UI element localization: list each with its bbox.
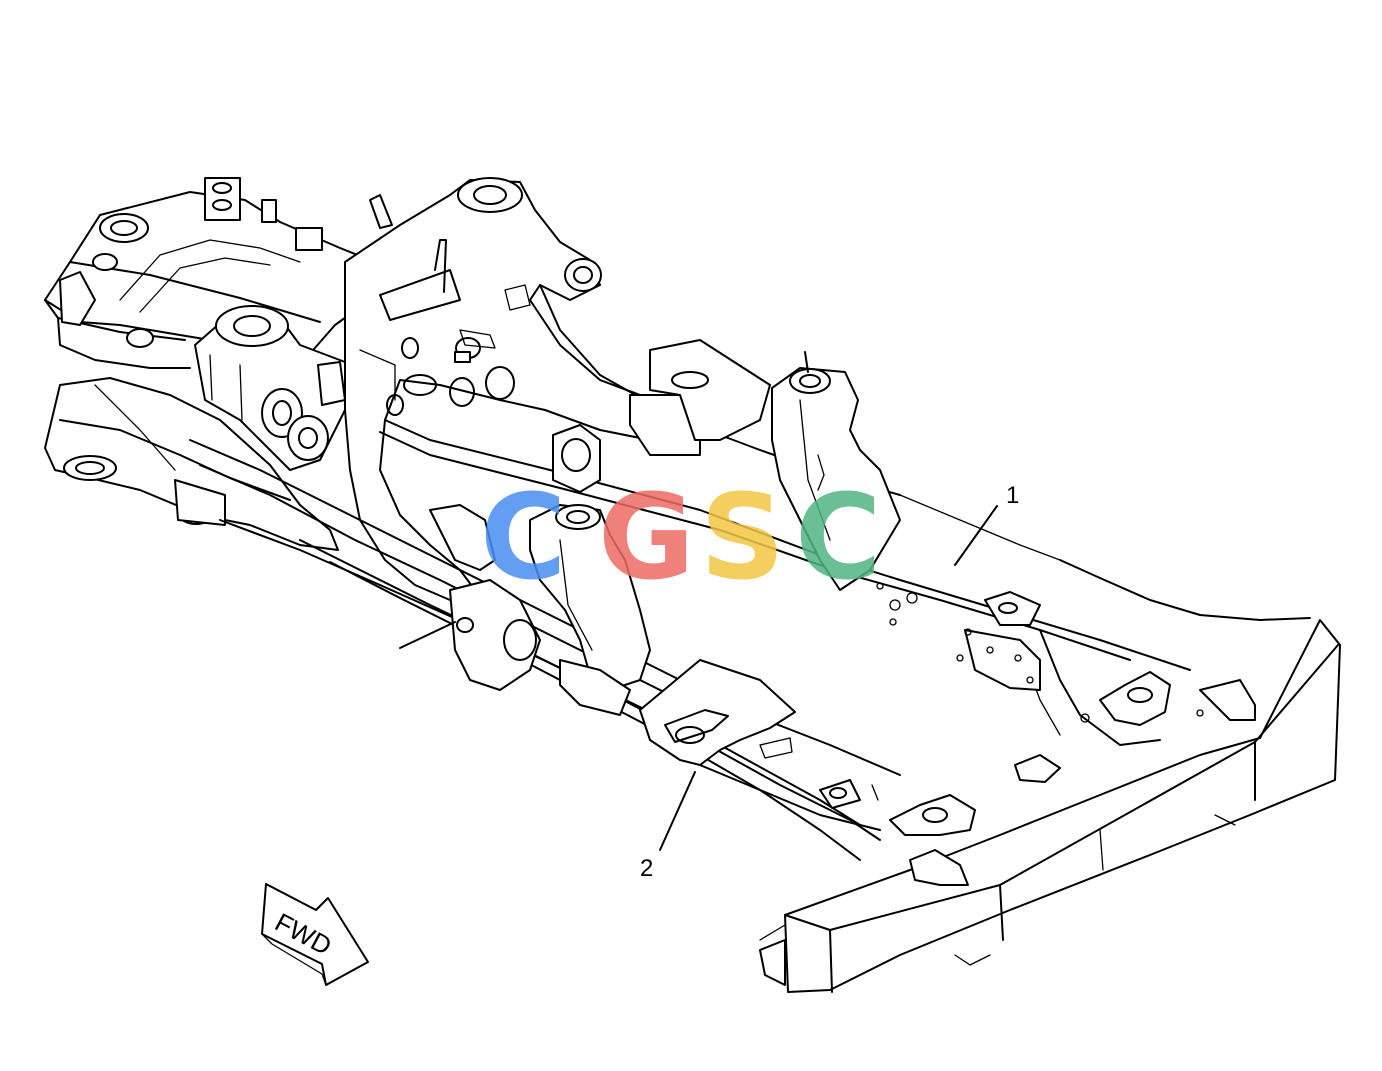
mounting-pads [759, 582, 1256, 886]
callout-2-leader-line [659, 771, 696, 851]
fwd-arrow: FWD [261, 883, 369, 986]
watermark-letter-c2: C [795, 468, 882, 606]
rear-lower-structure [44, 377, 339, 551]
fwd-arrow-icon [261, 883, 369, 986]
watermark: C G S C [480, 468, 882, 606]
rear-frame [44, 177, 376, 369]
part-2-plate [559, 659, 881, 831]
watermark-letter-c1: C [480, 468, 567, 606]
watermark-letter-s: S [700, 468, 785, 606]
callout-1-leader-line [954, 505, 998, 566]
articulation-hitch [194, 305, 346, 471]
cab-mount-column [629, 339, 901, 591]
callout-2: 2 [640, 771, 696, 882]
callout-2-number: 2 [640, 855, 653, 882]
front-bumper [759, 619, 1341, 993]
middle-column [399, 424, 651, 691]
callout-1-number: 1 [1006, 482, 1019, 509]
front-frame-tower [344, 177, 661, 601]
watermark-letter-g: G [598, 468, 695, 606]
callout-1: 1 [954, 482, 1019, 566]
